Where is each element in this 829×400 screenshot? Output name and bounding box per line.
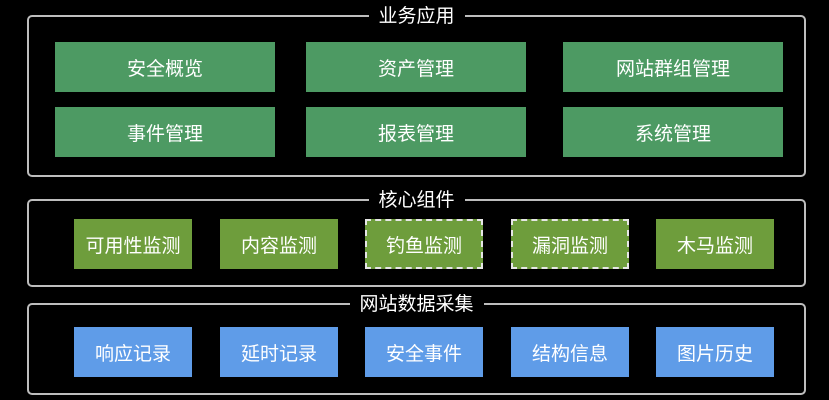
core-components-title: 核心组件 xyxy=(368,188,465,212)
data-collection-security-events: 安全事件 xyxy=(365,327,483,377)
business-app-security-overview: 安全概览 xyxy=(55,42,275,92)
business-app-asset-management: 资产管理 xyxy=(306,42,526,92)
core-component-trojan-monitoring: 木马监测 xyxy=(656,219,774,269)
data-collection-structure-info: 结构信息 xyxy=(511,327,629,377)
business-apps-section: 业务应用 xyxy=(27,4,806,177)
core-component-phishing-monitoring: 钓鱼监测 xyxy=(365,219,483,269)
business-app-system-management: 系统管理 xyxy=(563,107,783,157)
core-component-availability-monitoring: 可用性监测 xyxy=(74,219,192,269)
data-collection-response-records: 响应记录 xyxy=(74,327,192,377)
data-collection-image-history: 图片历史 xyxy=(656,327,774,377)
core-components-section: 核心组件 xyxy=(27,188,806,287)
core-component-content-monitoring: 内容监测 xyxy=(220,219,338,269)
data-collection-title: 网站数据采集 xyxy=(349,292,484,316)
business-app-report-management: 报表管理 xyxy=(306,107,526,157)
data-collection-section: 网站数据采集 xyxy=(27,292,806,395)
data-collection-latency-records: 延时记录 xyxy=(220,327,338,377)
business-apps-title: 业务应用 xyxy=(368,4,465,28)
business-app-site-group-management: 网站群组管理 xyxy=(563,42,783,92)
core-component-vulnerability-monitoring: 漏洞监测 xyxy=(511,219,629,269)
business-app-event-management: 事件管理 xyxy=(55,107,275,157)
